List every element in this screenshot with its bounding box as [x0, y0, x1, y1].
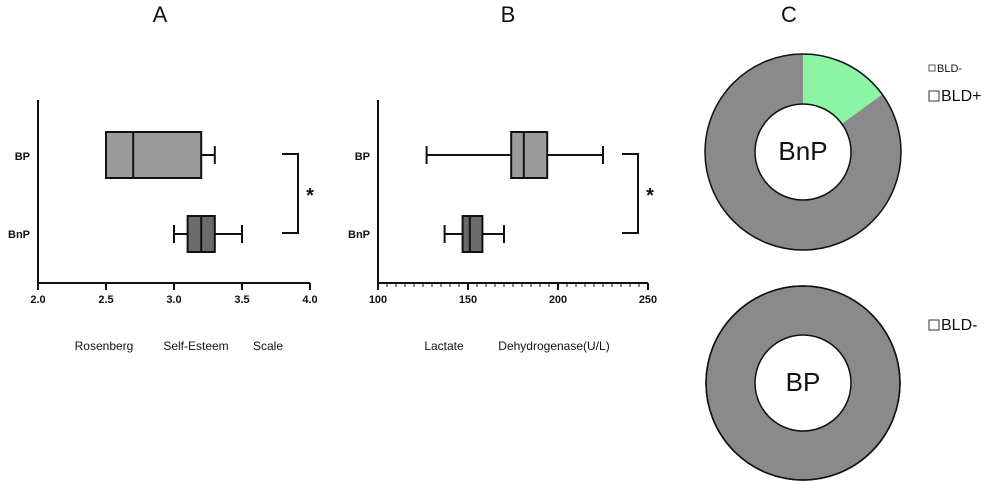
legend-square-icon [928, 64, 936, 72]
donut-bnp-center-label: BnP [778, 136, 827, 166]
panel-a-category-bnp: BnP [8, 229, 30, 241]
legend-square-icon [928, 90, 940, 102]
donut-chart-bp [705, 285, 901, 481]
donut-bp-inner-hole [754, 334, 852, 432]
panel-a-category-bp: BP [15, 151, 30, 163]
panel-a-xlabel-word: Self-Esteem [163, 339, 228, 353]
panel-b-category-bnp: BnP [348, 229, 370, 241]
legend-bottom-bld-minus: BLD- [941, 317, 977, 334]
panel-c-letter: C [781, 2, 797, 27]
panel-a-xlabel-word: Scale [253, 339, 283, 353]
panel-b-boxplot: BP BnP 100 150 200 250 Lactate Dehydroge… [348, 100, 657, 353]
panel-b-significance-bracket [622, 153, 639, 234]
panel-a-tick: 4.0 [302, 294, 317, 306]
panel-b-bnp-box [461, 215, 484, 253]
donut-bp-outer-ring [705, 285, 901, 481]
panel-b-tick: 250 [639, 294, 657, 306]
legend-top-bld-plus: BLD+ [941, 88, 981, 105]
panel-a-tick: 2.0 [30, 294, 45, 306]
donut-chart-bnp [704, 53, 902, 251]
panel-a-letter: A [153, 2, 168, 27]
panel-a-tick: 3.5 [234, 294, 249, 306]
panel-a-significance-star: * [306, 185, 314, 207]
panel-a-tick: 3.0 [166, 294, 181, 306]
legend-top-bld-minus: BLD- [937, 63, 962, 75]
panel-b-letter: B [501, 2, 516, 27]
panel-a-bp-box [105, 131, 203, 179]
panel-a-tick: 2.5 [98, 294, 113, 306]
panel-b-significance-star: * [646, 185, 654, 207]
donut-bnp-outer-ring [704, 53, 902, 251]
panel-a-boxplot: BP BnP 2.0 2.5 3.0 3.5 4.0 Rosenberg Sel… [8, 100, 318, 353]
donut-bp-center-label: BP [786, 367, 821, 397]
panel-b-tick: 200 [549, 294, 567, 306]
panel-c-donuts: BnP BP BLD- BLD+ BLD- [704, 53, 981, 481]
panel-b-tick: 150 [459, 294, 477, 306]
donut-bnp-inner-hole [754, 103, 852, 201]
panel-b-bp-box [510, 131, 549, 179]
legend-square-icon [928, 319, 940, 331]
panel-b-category-bp: BP [355, 151, 370, 163]
panel-a-significance-bracket [282, 153, 299, 234]
panel-a-xlabel-word: Rosenberg [75, 339, 134, 353]
panel-b-tick: 100 [369, 294, 387, 306]
panel-b-xlabel-word: Dehydrogenase(U/L) [498, 339, 609, 353]
panel-b-xlabel-word: Lactate [424, 339, 464, 353]
